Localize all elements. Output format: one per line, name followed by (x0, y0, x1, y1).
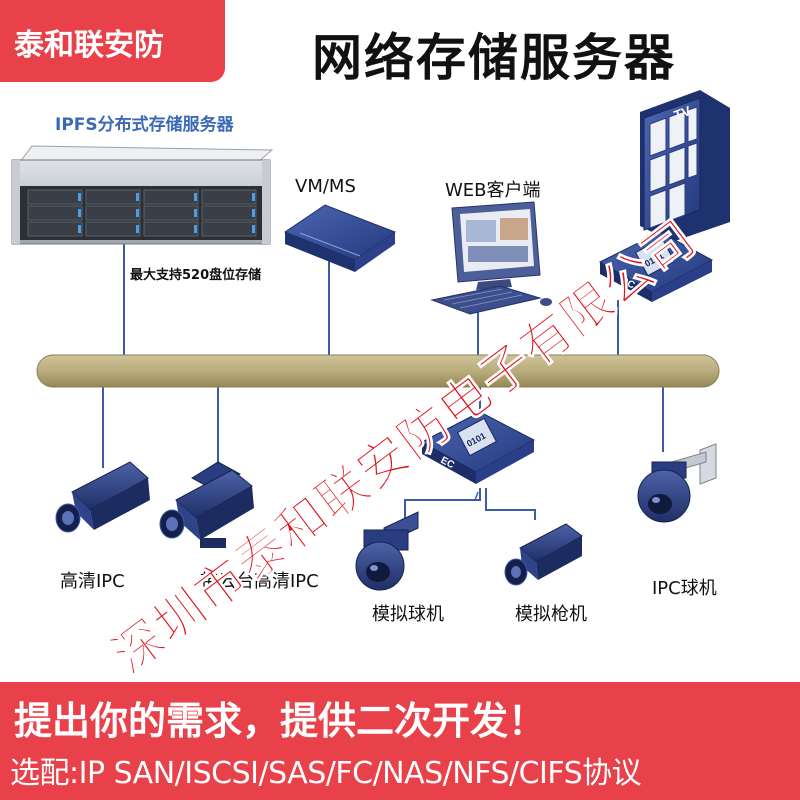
server-label: IPFS分布式存储服务器 (55, 115, 234, 135)
hd-ipc-label: 高清IPC (60, 571, 125, 592)
ipc-dome-label: IPC球机 (652, 578, 717, 599)
ptz-hd-ipc-camera-icon (159, 461, 254, 548)
server-capacity-caption: 最大支持520盘位存储 (130, 268, 262, 283)
web-client-pc-icon (430, 201, 552, 315)
brand-banner: 泰和联安防 (0, 0, 225, 82)
storage-server-icon (11, 145, 274, 245)
tv-wall-icon: TV (640, 90, 730, 242)
decoder-icon: 0101 DC (598, 231, 714, 302)
footer-banner: 提出你的需求，提供二次开发！ 选配:IP SAN/ISCSI/SAS/FC/NA… (0, 682, 800, 800)
ptz-hd-ipc-label: 带云台高清IPC (200, 571, 319, 592)
vmms-label: VM/MS (295, 176, 356, 197)
hd-ipc-camera-icon (55, 461, 150, 533)
tv-screen-label: TV (672, 103, 693, 123)
analog-dome-camera-icon (355, 511, 419, 591)
encoder-icon: 0101 EC (420, 411, 536, 484)
footer-headline: 提出你的需求，提供二次开发！ (14, 699, 547, 743)
ipc-dome-camera-icon (637, 443, 717, 523)
link-encoder-dome (404, 488, 481, 527)
analog-dome-label: 模拟球机 (372, 604, 444, 625)
vmms-server-icon (283, 204, 397, 272)
brand-name: 泰和联安防 (14, 28, 164, 63)
link-encoder-bullet (485, 488, 536, 520)
web-client-label: WEB客户端 (445, 180, 541, 201)
analog-bullet-camera-icon (504, 523, 583, 586)
network-bus (36, 354, 720, 388)
analog-bullet-label: 模拟枪机 (515, 604, 587, 625)
page-title: 网络存储服务器 (312, 29, 676, 87)
footer-protocols: 选配:IP SAN/ISCSI/SAS/FC/NAS/NFS/CIFS协议 (10, 756, 642, 791)
